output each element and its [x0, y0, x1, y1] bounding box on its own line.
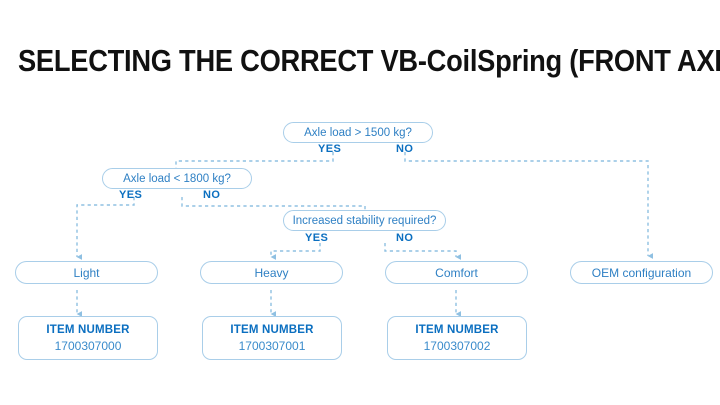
item-number-box-comfort[interactable]: ITEM NUMBER 1700307002 — [387, 316, 527, 360]
decision-label: Axle load > 1500 kg? — [304, 126, 412, 139]
decision-axle-load-1500[interactable]: Axle load > 1500 kg? — [283, 122, 433, 143]
branch-label-d1-no: NO — [396, 143, 414, 155]
branch-label-d3-no: NO — [396, 232, 414, 244]
category-oem-configuration[interactable]: OEM configuration — [570, 261, 713, 284]
page-title: SELECTING THE CORRECT VB-CoilSpring (FRO… — [18, 43, 720, 78]
branch-label-d2-yes: YES — [119, 189, 143, 201]
category-label: OEM configuration — [591, 265, 692, 280]
decision-label: Increased stability required? — [292, 214, 437, 227]
wire-d1-no — [404, 152, 654, 259]
item-number-box-light[interactable]: ITEM NUMBER 1700307000 — [18, 316, 158, 360]
item-number-header: ITEM NUMBER — [46, 323, 130, 336]
wire-d3-yes — [270, 243, 321, 260]
item-number-header: ITEM NUMBER — [415, 323, 499, 336]
decision-label: Axle load < 1800 kg? — [123, 172, 231, 185]
item-number-header: ITEM NUMBER — [230, 323, 314, 336]
branch-label-d3-yes: YES — [305, 232, 329, 244]
branch-label-d2-no: NO — [203, 189, 221, 201]
item-number-box-heavy[interactable]: ITEM NUMBER 1700307001 — [202, 316, 342, 360]
category-heavy[interactable]: Heavy — [200, 261, 343, 284]
category-light[interactable]: Light — [15, 261, 158, 284]
wire-d2-yes — [76, 197, 135, 260]
decision-increased-stability[interactable]: Increased stability required? — [283, 210, 446, 231]
decision-axle-load-1800[interactable]: Axle load < 1800 kg? — [102, 168, 252, 189]
wire-d2-no — [181, 197, 366, 210]
item-number-value: 1700307002 — [423, 338, 491, 353]
branch-label-d1-yes: YES — [318, 143, 342, 155]
item-number-value: 1700307000 — [54, 338, 122, 353]
category-comfort[interactable]: Comfort — [385, 261, 528, 284]
category-label: Light — [73, 265, 100, 280]
wire-d3-no — [384, 243, 462, 260]
item-number-value: 1700307001 — [238, 338, 306, 353]
category-label: Heavy — [254, 265, 289, 280]
wire-d1-yes — [175, 152, 334, 168]
category-label: Comfort — [435, 265, 478, 280]
